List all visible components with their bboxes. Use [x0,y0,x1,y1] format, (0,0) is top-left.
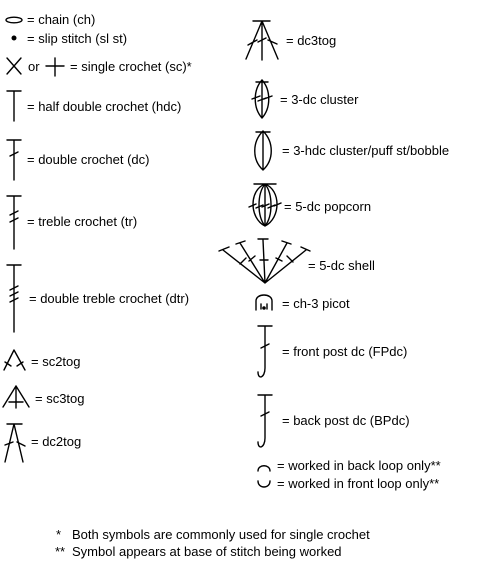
legend-item-chain: = chain (ch) [5,12,95,27]
legend-label: = single crochet (sc)* [70,59,192,74]
legend-item-5dc-popcorn: = 5-dc popcorn [248,183,371,227]
legend-label: = worked in front loop only** [277,476,439,491]
legend-item-slip-stitch: = slip stitch (sl st) [11,31,127,46]
footnote-text: Symbol appears at base of stitch being w… [72,544,342,559]
legend-item-dtr: = double treble crochet (dtr) [6,264,189,333]
legend-item-hdc: = half double crochet (hdc) [6,90,181,122]
legend-item-ch3-picot: = ch-3 picot [255,294,350,311]
legend-item-3dc-cluster: = 3-dc cluster [251,79,359,119]
legend-label: = ch-3 picot [282,296,350,311]
legend-label: = 3-dc cluster [280,92,359,107]
legend-label: = 5-dc popcorn [284,199,371,214]
ch-3-picot-icon [255,294,273,311]
legend-item-5dc-shell: = 5-dc shell [218,238,375,284]
legend-label: = front post dc (FPdc) [282,344,407,359]
half-double-crochet-icon [6,90,22,122]
dc3tog-icon [245,20,279,61]
sc2tog-icon [3,349,26,371]
dc2tog-icon [4,423,26,463]
footnote-1: * Both symbols are commonly used for sin… [56,527,370,542]
single-crochet-cross-icon [45,57,65,77]
legend-label: = dc3tog [286,33,336,48]
legend-label: = slip stitch (sl st) [27,31,127,46]
legend-item-dc: = double crochet (dc) [6,139,149,181]
legend-label: = back post dc (BPdc) [282,413,410,428]
legend-item-front-loop: = worked in front loop only** [257,476,439,491]
3-dc-cluster-icon [251,79,273,119]
legend-label: = double treble crochet (dtr) [29,291,189,306]
legend-item-dc2tog: = dc2tog [4,423,81,463]
legend-label: = treble crochet (tr) [27,214,137,229]
back-post-dc-icon [257,394,273,448]
legend-label-or: or [28,59,40,74]
sc3tog-icon [2,385,30,409]
footnote-mark: ** [55,544,65,559]
footnote-mark: * [56,527,61,542]
slip-stitch-icon [11,35,17,41]
legend-item-dc3tog: = dc3tog [245,20,336,61]
chain-icon [5,16,23,24]
5-dc-popcorn-icon [248,183,282,227]
5-dc-shell-icon [218,238,311,284]
legend-item-bpdc: = back post dc (BPdc) [257,394,410,448]
legend-item-tr: = treble crochet (tr) [6,195,137,250]
legend-item-fpdc: = front post dc (FPdc) [257,325,407,378]
legend-item-back-loop: = worked in back loop only** [257,458,441,473]
double-treble-crochet-icon [6,264,22,333]
legend-label: = 3-hdc cluster/puff st/bobble [282,143,449,158]
legend-label: = chain (ch) [27,12,95,27]
legend-label: = sc2tog [31,354,81,369]
legend-label: = double crochet (dc) [27,152,149,167]
front-post-dc-icon [257,325,273,378]
legend-label: = 5-dc shell [308,258,375,273]
legend-label: = sc3tog [35,391,85,406]
double-crochet-icon [6,139,22,181]
legend-label: = half double crochet (hdc) [27,99,181,114]
legend-item-single-crochet: or = single crochet (sc)* [6,57,192,77]
legend-label: = dc2tog [31,434,81,449]
legend-item-3hdc-cluster: = 3-hdc cluster/puff st/bobble [254,130,449,171]
legend-item-sc3tog: = sc3tog [2,385,85,409]
single-crochet-icon [6,57,22,75]
footnote-text: Both symbols are commonly used for singl… [72,527,370,542]
front-loop-icon [257,480,271,488]
legend-item-sc2tog: = sc2tog [3,349,81,371]
back-loop-icon [257,465,271,472]
footnote-2: ** Symbol appears at base of stitch bein… [55,544,342,559]
3-hdc-cluster-icon [254,130,272,171]
legend-label: = worked in back loop only** [277,458,441,473]
treble-crochet-icon [6,195,22,250]
